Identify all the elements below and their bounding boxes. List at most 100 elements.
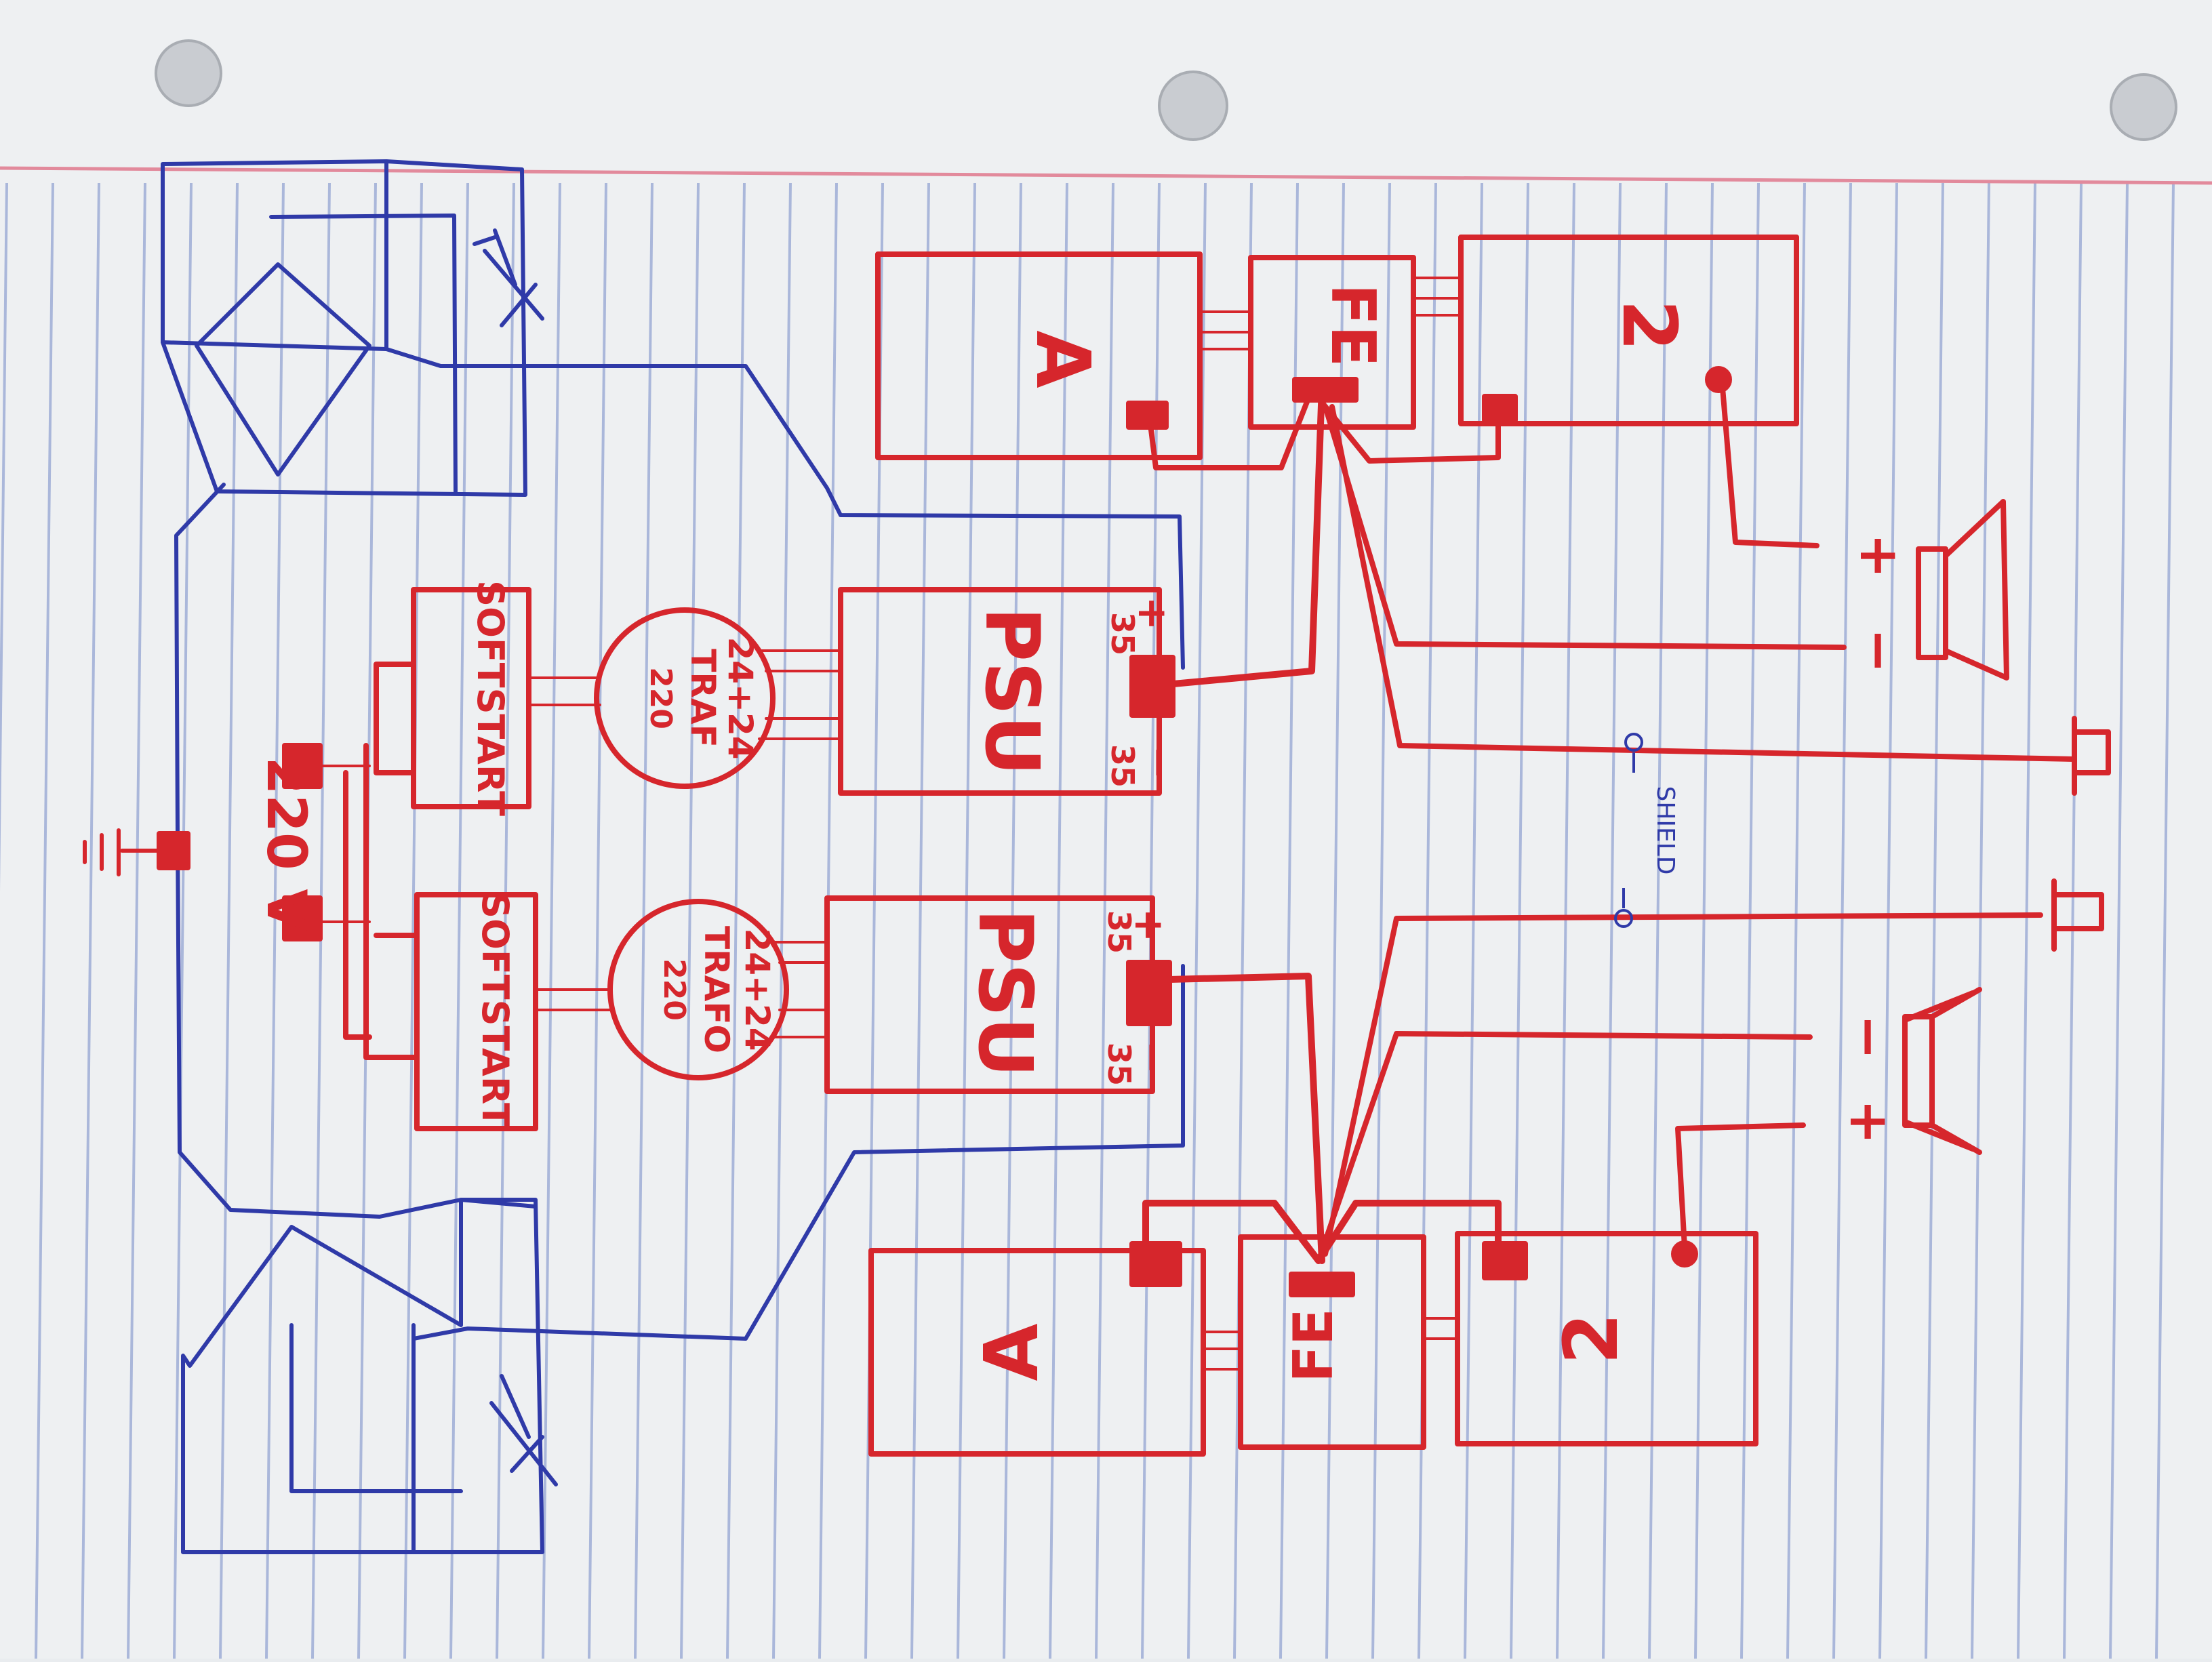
punch-hole-1 [155, 39, 222, 107]
top-speaker [1916, 499, 2009, 681]
bottom-variable-cap [489, 1374, 558, 1486]
bottom-a-fe-lines [1202, 1331, 1242, 1371]
mains-feed [343, 662, 420, 1060]
ruled-line [588, 182, 607, 1659]
top-input-jack [2072, 716, 2111, 796]
bottom-fe-to-psu [1166, 973, 1325, 1264]
bottom-trafo-line-3: 220 [657, 958, 691, 1021]
bottom-psu-v-bottom: 35 [1101, 1042, 1138, 1086]
top-fe-to-input [1329, 404, 2077, 762]
ruled-line [910, 182, 930, 1659]
mains-plug-top [282, 743, 323, 789]
bottom-module-a-box [868, 1248, 1206, 1457]
mains-plug-bottom [282, 895, 323, 941]
bottom-module-a-label: A [968, 1323, 1055, 1381]
ruled-line [1786, 182, 1806, 1659]
bottom-a-terminal [1129, 1241, 1182, 1287]
bottom-bridge-wire [289, 1323, 463, 1493]
top-2-terminal [1482, 394, 1518, 423]
top-trafo-line-3: 220 [643, 667, 678, 729]
ruled-line [127, 182, 146, 1659]
top-bridge-wire-2 [161, 340, 1185, 670]
bottom-bridge-frame [181, 1198, 544, 1554]
top-module-2-label: 2 [1606, 300, 1693, 352]
bottom-softstart-trafo-lines [534, 988, 611, 1011]
ruled-lines [0, 182, 2175, 1659]
top-psu-terminal [1129, 655, 1175, 718]
shield-dot-top [1624, 733, 1643, 752]
ruled-line [219, 182, 239, 1659]
bottom-trafo-line-1: 24+24 [738, 928, 777, 1051]
ruled-line [2063, 182, 2083, 1659]
ruled-line [1233, 182, 1253, 1659]
ruled-line [680, 182, 700, 1659]
top-module-2-box [1458, 235, 1799, 426]
bottom-psu-minus: − [1129, 1040, 1176, 1074]
ruled-line [1095, 182, 1114, 1659]
bottom-speaker-minus: − [1838, 1014, 1901, 1059]
ruled-line [1464, 182, 1483, 1659]
top-variable-cap [472, 228, 544, 327]
top-speaker-plus-wire [1719, 377, 1819, 548]
shield-leader [1622, 752, 1635, 908]
top-psu-v-bottom: 35 [1104, 744, 1141, 788]
top-speaker-minus: − [1848, 628, 1911, 673]
earth-connector [157, 831, 190, 870]
ruled-line [35, 182, 54, 1659]
ruled-line [2155, 182, 2175, 1659]
mains-label: 220 V [255, 757, 318, 931]
ruled-line [1648, 182, 1668, 1659]
ruled-line [403, 182, 423, 1659]
bottom-2-terminal [1482, 1241, 1528, 1280]
ruled-line [2017, 182, 2036, 1659]
top-trafo-circle [594, 607, 776, 789]
bottom-fe-to-input [1323, 912, 2043, 1257]
bottom-softstart-box [414, 892, 538, 1131]
ruled-line [726, 182, 746, 1659]
ruled-line [1602, 182, 1622, 1659]
ruled-line [265, 182, 285, 1659]
ruled-line [957, 182, 976, 1659]
ruled-line [173, 182, 193, 1659]
top-diode-bridge [195, 262, 371, 477]
top-speaker-plus: + [1848, 533, 1911, 578]
top-softstart-label: SOFTSTART [469, 580, 512, 816]
punch-hole-3 [2110, 73, 2177, 141]
ruled-line [1556, 182, 1575, 1659]
bottom-psu-plus: + [1125, 908, 1173, 942]
bottom-psu-label: PSU [962, 908, 1049, 1077]
top-fe-terminal [1292, 377, 1359, 403]
top-fe-2-lines [1412, 277, 1462, 317]
top-2-dot [1705, 366, 1732, 393]
top-psu-label: PSU [969, 607, 1055, 775]
ruled-line [1694, 182, 1714, 1659]
bottom-softstart-label: SOFTSTART [474, 892, 517, 1128]
top-fe-to-psu [1163, 383, 1325, 688]
ruled-line [81, 182, 100, 1659]
margin-line [0, 166, 2212, 185]
bottom-module-2-label: 2 [1548, 1313, 1634, 1365]
bottom-fe-terminal [1289, 1272, 1355, 1297]
bottom-input-jack [2051, 878, 2104, 952]
mains-plug-lines [317, 765, 371, 923]
red-wiring [83, 235, 2111, 1457]
bottom-module-fe-label: FE [1282, 1308, 1345, 1382]
bottom-fe-to-speaker-minus [1316, 1031, 1813, 1263]
top-psu-v-top: 35 [1104, 612, 1141, 655]
earth-symbol [83, 828, 161, 876]
shield-label: SHIELD [1651, 786, 1679, 874]
left-trunk [174, 483, 538, 1219]
top-bridge-wire [269, 214, 458, 493]
top-psu-minus: − [1135, 746, 1183, 779]
top-trafo-psu-lines [758, 649, 842, 740]
shield-dot-bottom [1614, 909, 1633, 928]
blue-wiring [161, 159, 1185, 1554]
top-trafo-line-1: 24+24 [721, 636, 760, 759]
shield-marks [1614, 733, 1643, 928]
top-softstart-trafo-lines [527, 676, 601, 706]
top-trafo-line-2: TRAF [683, 649, 723, 747]
ruled-line [0, 182, 8, 891]
bottom-bridge-wire-2 [411, 964, 1185, 1341]
top-module-a-box [875, 251, 1203, 460]
